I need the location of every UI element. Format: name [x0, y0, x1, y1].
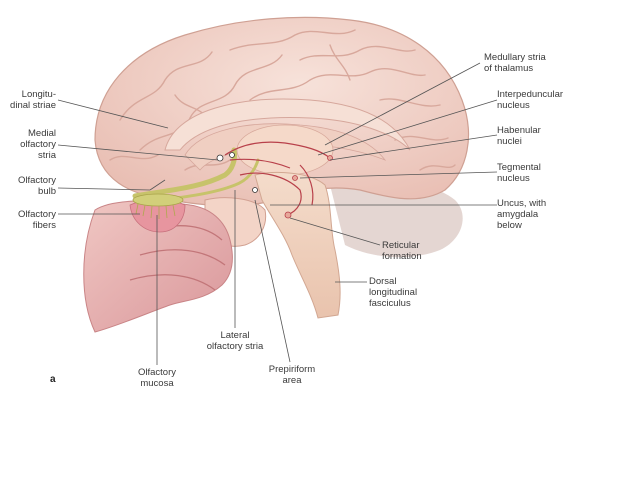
label-medial-olfactory-stria: Medial olfactory stria [20, 128, 56, 161]
thalamus [236, 124, 334, 176]
corpus-callosum [164, 98, 411, 151]
label-olfactory-fibers: Olfactory fibers [17, 209, 56, 231]
label-tegmental-nucleus: Tegmental nucleus [497, 162, 541, 184]
label-habenular-nuclei: Habenular nuclei [497, 125, 541, 147]
leader-lines [57, 62, 498, 365]
panel-letter: a [50, 374, 56, 385]
gyri-pattern [109, 29, 456, 171]
label-longitudinal-striae: Longitu- dinal striae [10, 89, 56, 111]
olfactory-bulb [132, 193, 184, 207]
label-medullary-stria: Medullary stria of thalamus [484, 52, 546, 74]
nasal-cavity [83, 200, 233, 333]
label-prepiriform-area: Prepiriform area [268, 364, 316, 386]
label-olfactory-bulb: Olfactory bulb [17, 175, 56, 197]
limbic-pathways [224, 141, 331, 216]
olfactory-fibers [135, 203, 176, 219]
cerebellum-shadow [330, 180, 463, 258]
nuclei-markers [216, 152, 333, 219]
label-dorsal-longitudinal-fasciculus: Dorsal longitudinal fasciculus [369, 276, 418, 309]
label-reticular-formation: Reticular formation [382, 240, 422, 262]
brainstem [254, 171, 341, 319]
label-uncus: Uncus, with amygdala below [497, 198, 547, 231]
label-olfactory-mucosa: Olfactory mucosa [137, 367, 176, 389]
label-interpeduncular-nucleus: Interpeduncular nucleus [497, 89, 564, 111]
label-lateral-olfactory-stria: Lateral olfactory stria [206, 330, 264, 352]
